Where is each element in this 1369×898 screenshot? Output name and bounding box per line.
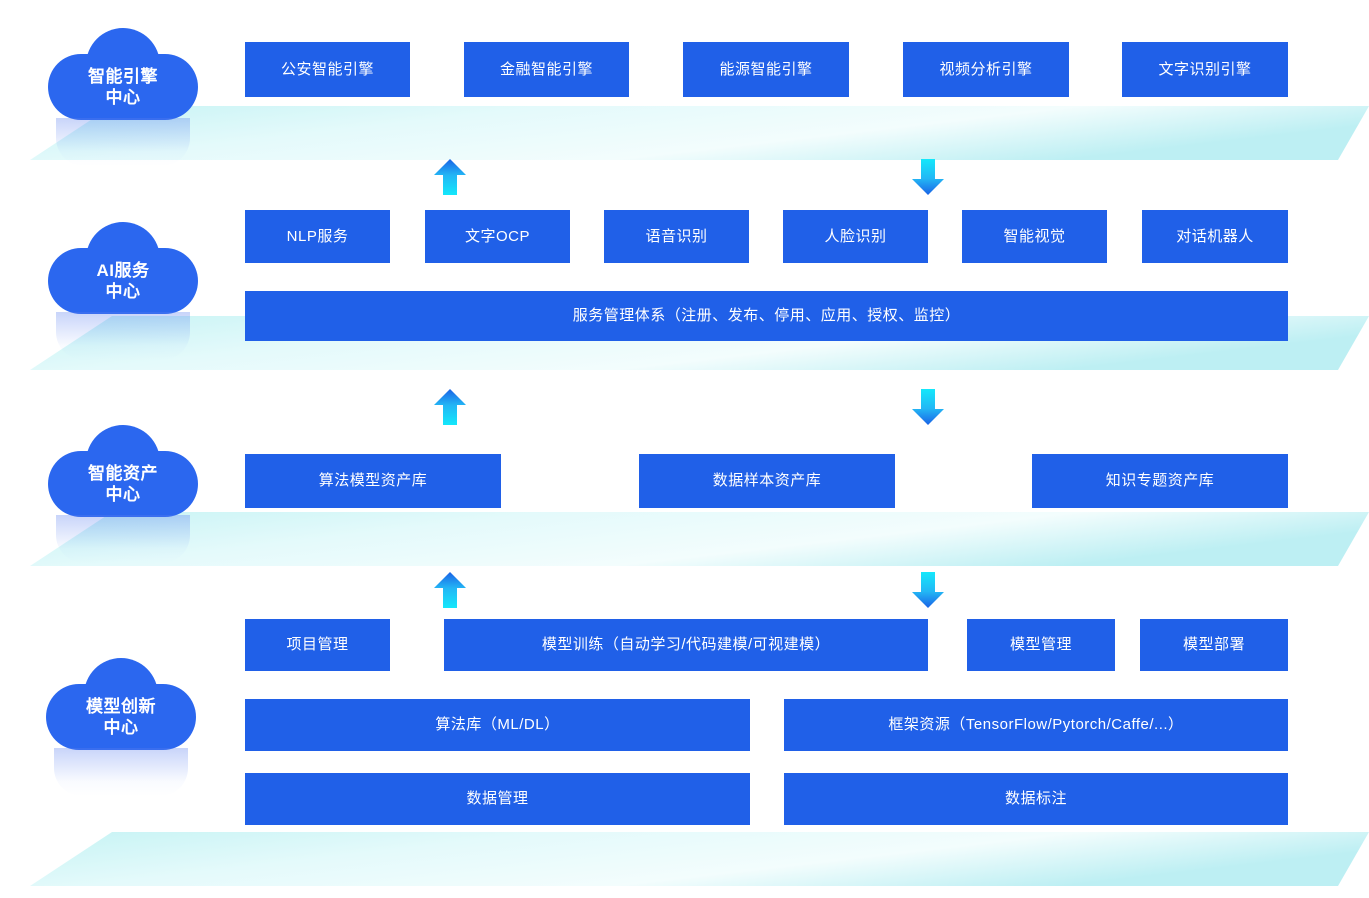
- box-model-framework-resources[interactable]: 框架资源（TensorFlow/Pytorch/Caffe/...）: [784, 699, 1288, 751]
- box-service-nlp[interactable]: NLP服务: [245, 210, 390, 263]
- arrow-up-icon-3: [433, 570, 467, 610]
- arrow-up-icon-1: [433, 157, 467, 197]
- box-service-ocr[interactable]: 文字OCP: [425, 210, 570, 263]
- box-engine-public-security[interactable]: 公安智能引擎: [245, 42, 410, 97]
- box-engine-text-recognition[interactable]: 文字识别引擎: [1122, 42, 1288, 97]
- shelf-asset-center: [0, 512, 1369, 568]
- cloud-asset-center: 智能资产 中心: [48, 425, 198, 563]
- cloud-label-ai-service-center: AI服务 中心: [48, 248, 198, 314]
- shelf-model-innovation-center: [0, 832, 1369, 888]
- cloud-label-line1: 智能引擎: [88, 66, 158, 86]
- box-model-project-management[interactable]: 项目管理: [245, 619, 390, 671]
- arrow-up-icon-2: [433, 387, 467, 427]
- box-model-data-annotation[interactable]: 数据标注: [784, 773, 1288, 825]
- cloud-label-line1: 模型创新: [86, 696, 156, 716]
- box-model-training[interactable]: 模型训练（自动学习/代码建模/可视建模）: [444, 619, 928, 671]
- box-asset-algorithm-model-library[interactable]: 算法模型资产库: [245, 454, 501, 508]
- cloud-body: [48, 451, 198, 517]
- arrow-down-icon-1: [911, 157, 945, 197]
- cloud-label-line2: 中心: [105, 485, 141, 504]
- box-model-management[interactable]: 模型管理: [967, 619, 1115, 671]
- cloud-body: [46, 684, 196, 750]
- box-service-management-system[interactable]: 服务管理体系（注册、发布、停用、应用、授权、监控）: [245, 291, 1288, 341]
- cloud-body: [48, 248, 198, 314]
- cloud-label-line1: AI服务: [96, 260, 150, 280]
- box-model-algorithm-library[interactable]: 算法库（ML/DL）: [245, 699, 750, 751]
- cloud-reflection: [56, 312, 190, 360]
- box-engine-video-analysis[interactable]: 视频分析引擎: [903, 42, 1069, 97]
- cloud-ai-service-center: AI服务 中心: [48, 222, 198, 360]
- cloud-label-line2: 中心: [103, 718, 139, 737]
- cloud-model-innovation-center: 模型创新 中心: [46, 658, 196, 796]
- cloud-label-line2: 中心: [105, 88, 141, 107]
- arrow-down-icon-3: [911, 570, 945, 610]
- box-asset-data-sample-library[interactable]: 数据样本资产库: [639, 454, 895, 508]
- cloud-label-line1: 智能资产: [88, 463, 158, 483]
- shelf-engine-center: [0, 106, 1369, 162]
- arrow-down-icon-2: [911, 387, 945, 427]
- box-service-smart-vision[interactable]: 智能视觉: [962, 210, 1107, 263]
- box-service-chatbot[interactable]: 对话机器人: [1142, 210, 1288, 263]
- box-model-data-management[interactable]: 数据管理: [245, 773, 750, 825]
- box-engine-finance[interactable]: 金融智能引擎: [464, 42, 629, 97]
- cloud-label-line2: 中心: [105, 282, 141, 301]
- box-engine-energy[interactable]: 能源智能引擎: [683, 42, 849, 97]
- box-asset-knowledge-topic-library[interactable]: 知识专题资产库: [1032, 454, 1288, 508]
- cloud-engine-center: 智能引擎 中心: [48, 28, 198, 166]
- box-service-speech-recognition[interactable]: 语音识别: [604, 210, 749, 263]
- cloud-reflection: [56, 118, 190, 166]
- box-service-face-recognition[interactable]: 人脸识别: [783, 210, 928, 263]
- box-model-deployment[interactable]: 模型部署: [1140, 619, 1288, 671]
- cloud-label-model-innovation-center: 模型创新 中心: [46, 684, 196, 750]
- cloud-reflection: [54, 748, 188, 796]
- cloud-reflection: [56, 515, 190, 563]
- cloud-label-engine-center: 智能引擎 中心: [48, 54, 198, 120]
- cloud-label-asset-center: 智能资产 中心: [48, 451, 198, 517]
